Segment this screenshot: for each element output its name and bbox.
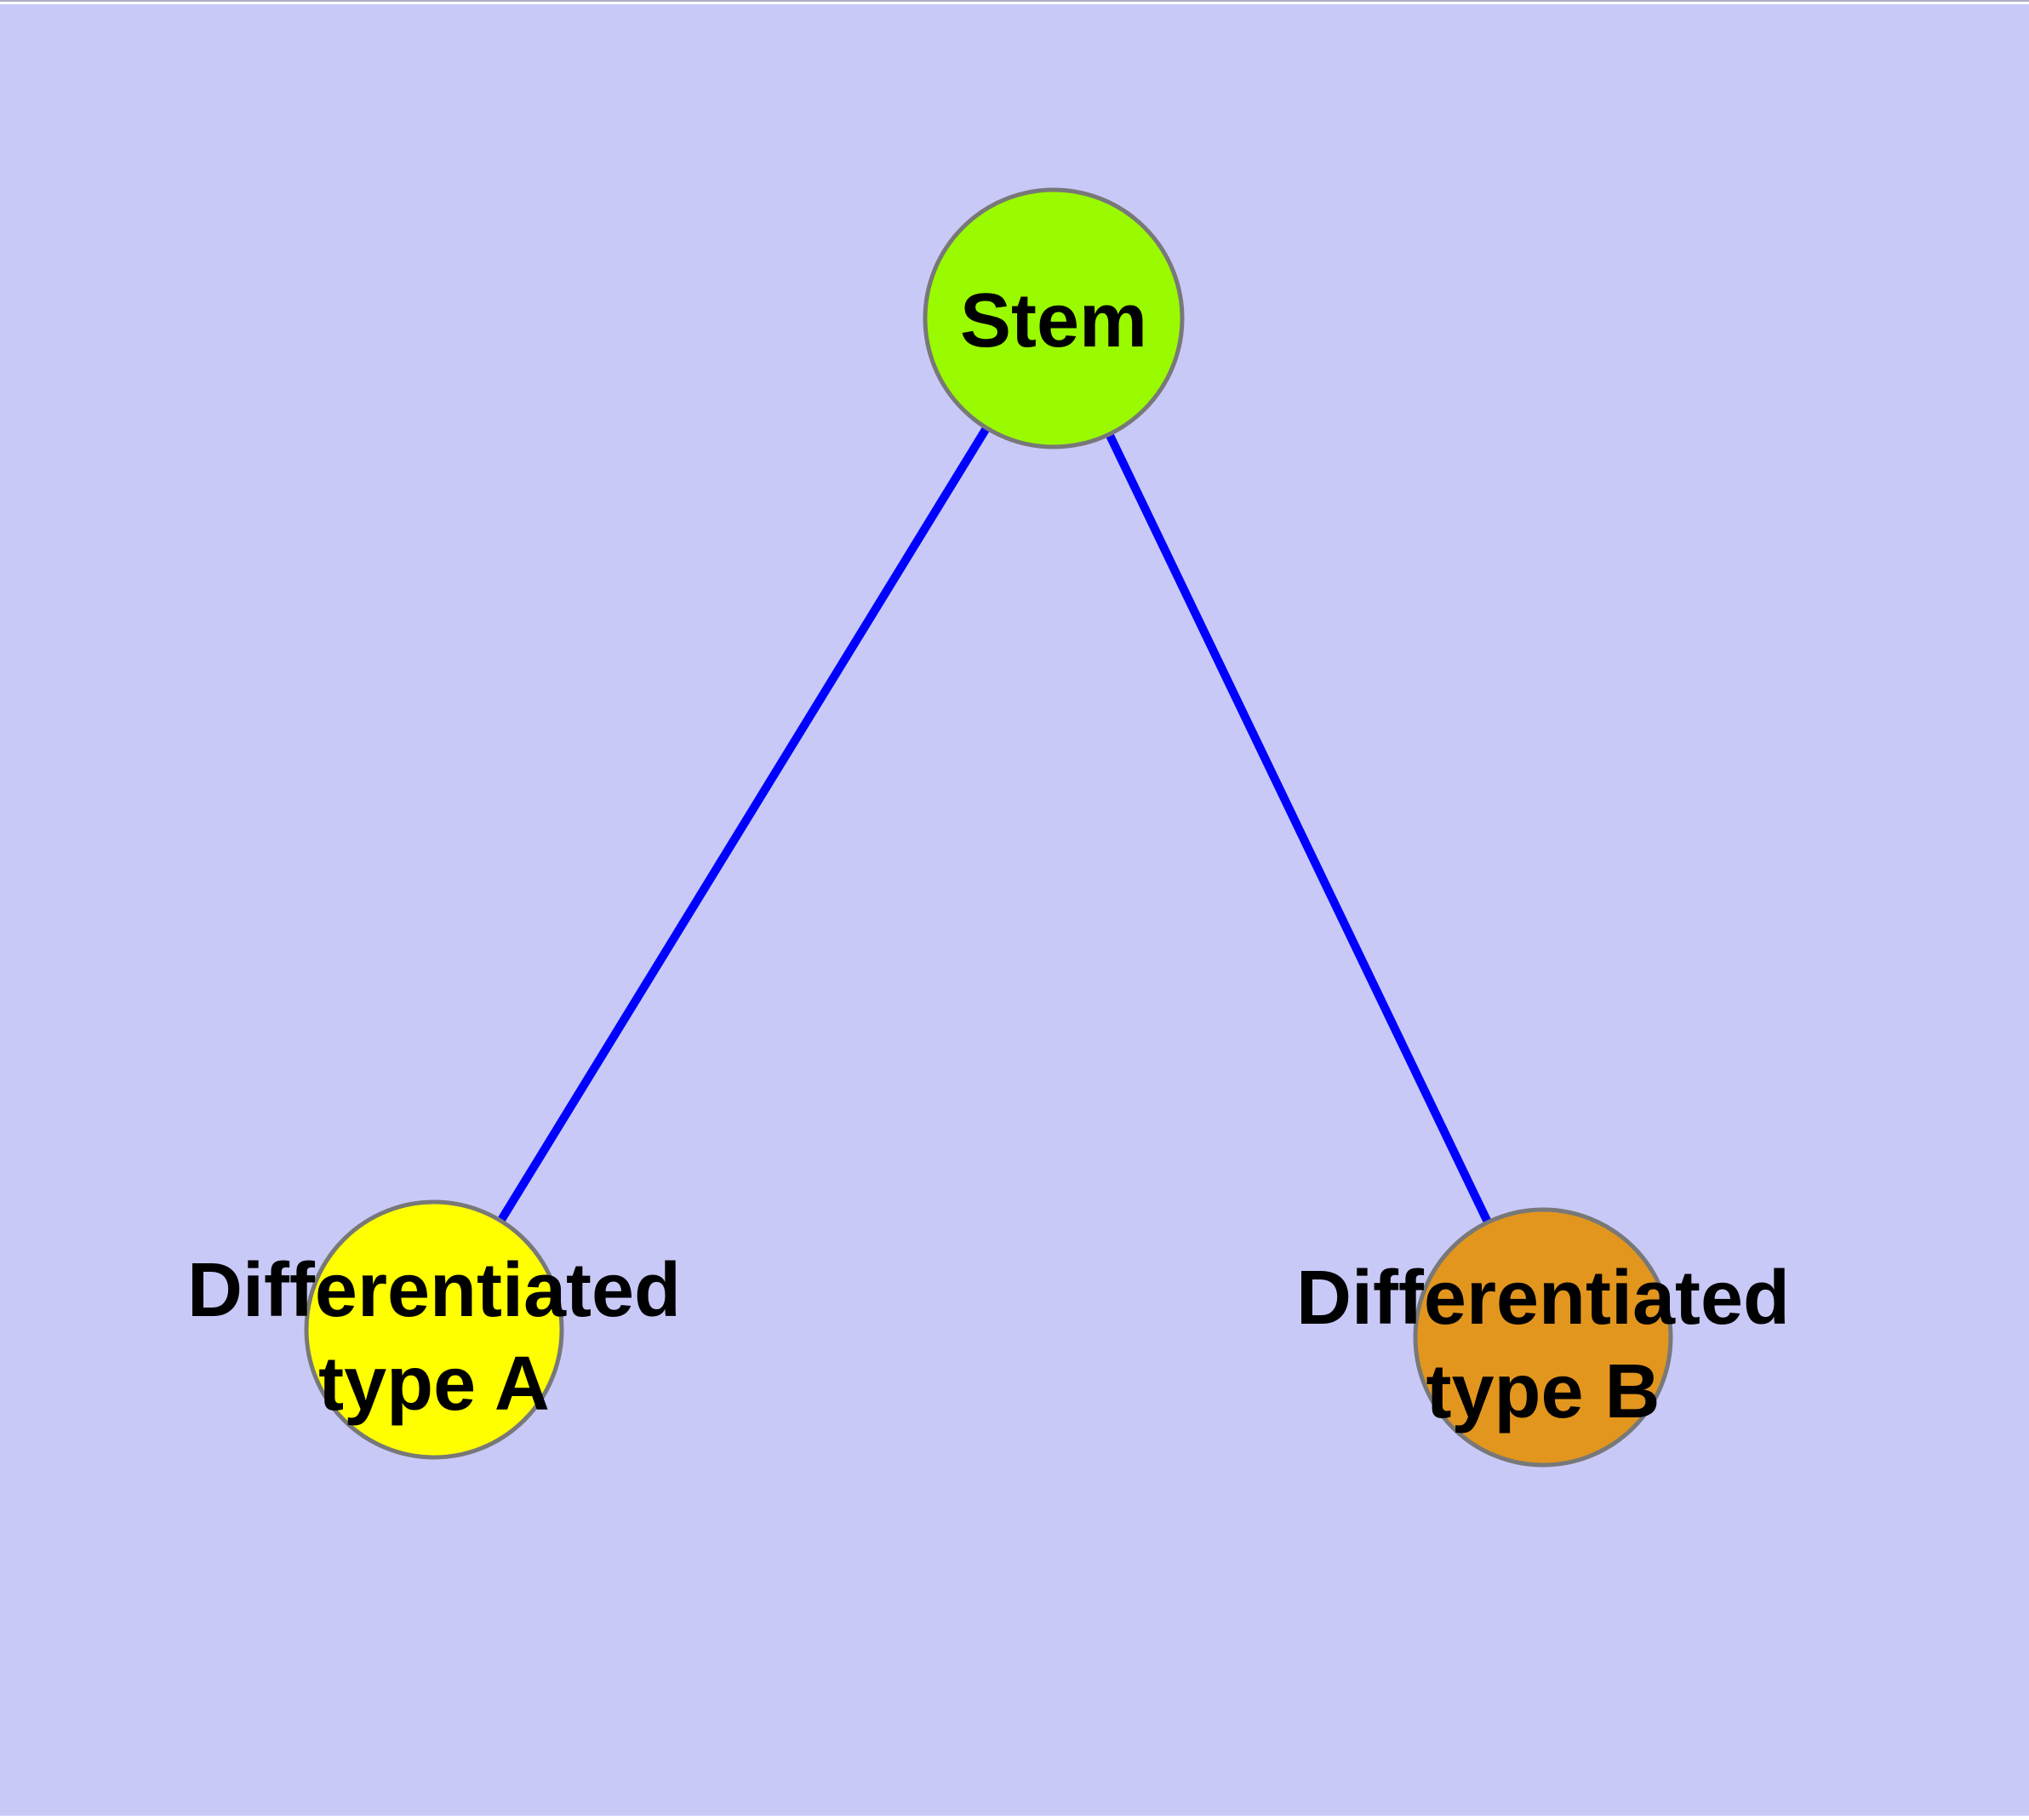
node-type-b-label-line2: type B <box>1426 1349 1660 1434</box>
node-labels: Stem Differentiated type A Differentiate… <box>187 278 1790 1434</box>
node-differentiated-type-a <box>304 1199 564 1460</box>
top-hairline <box>0 0 2029 2</box>
edge-stem-to-type-a <box>430 316 1058 1332</box>
node-type-b-label-line1: Differentiated <box>1296 1256 1790 1341</box>
edges <box>430 316 1547 1340</box>
node-type-a-label-line1: Differentiated <box>187 1248 681 1333</box>
edge-stem-to-type-b <box>1049 316 1547 1340</box>
nodes <box>304 187 1673 1468</box>
node-stem-label: Stem <box>960 278 1147 363</box>
node-differentiated-type-b <box>1413 1207 1673 1468</box>
node-stem <box>923 187 1185 449</box>
node-type-a-label-line2: type A <box>318 1342 550 1427</box>
